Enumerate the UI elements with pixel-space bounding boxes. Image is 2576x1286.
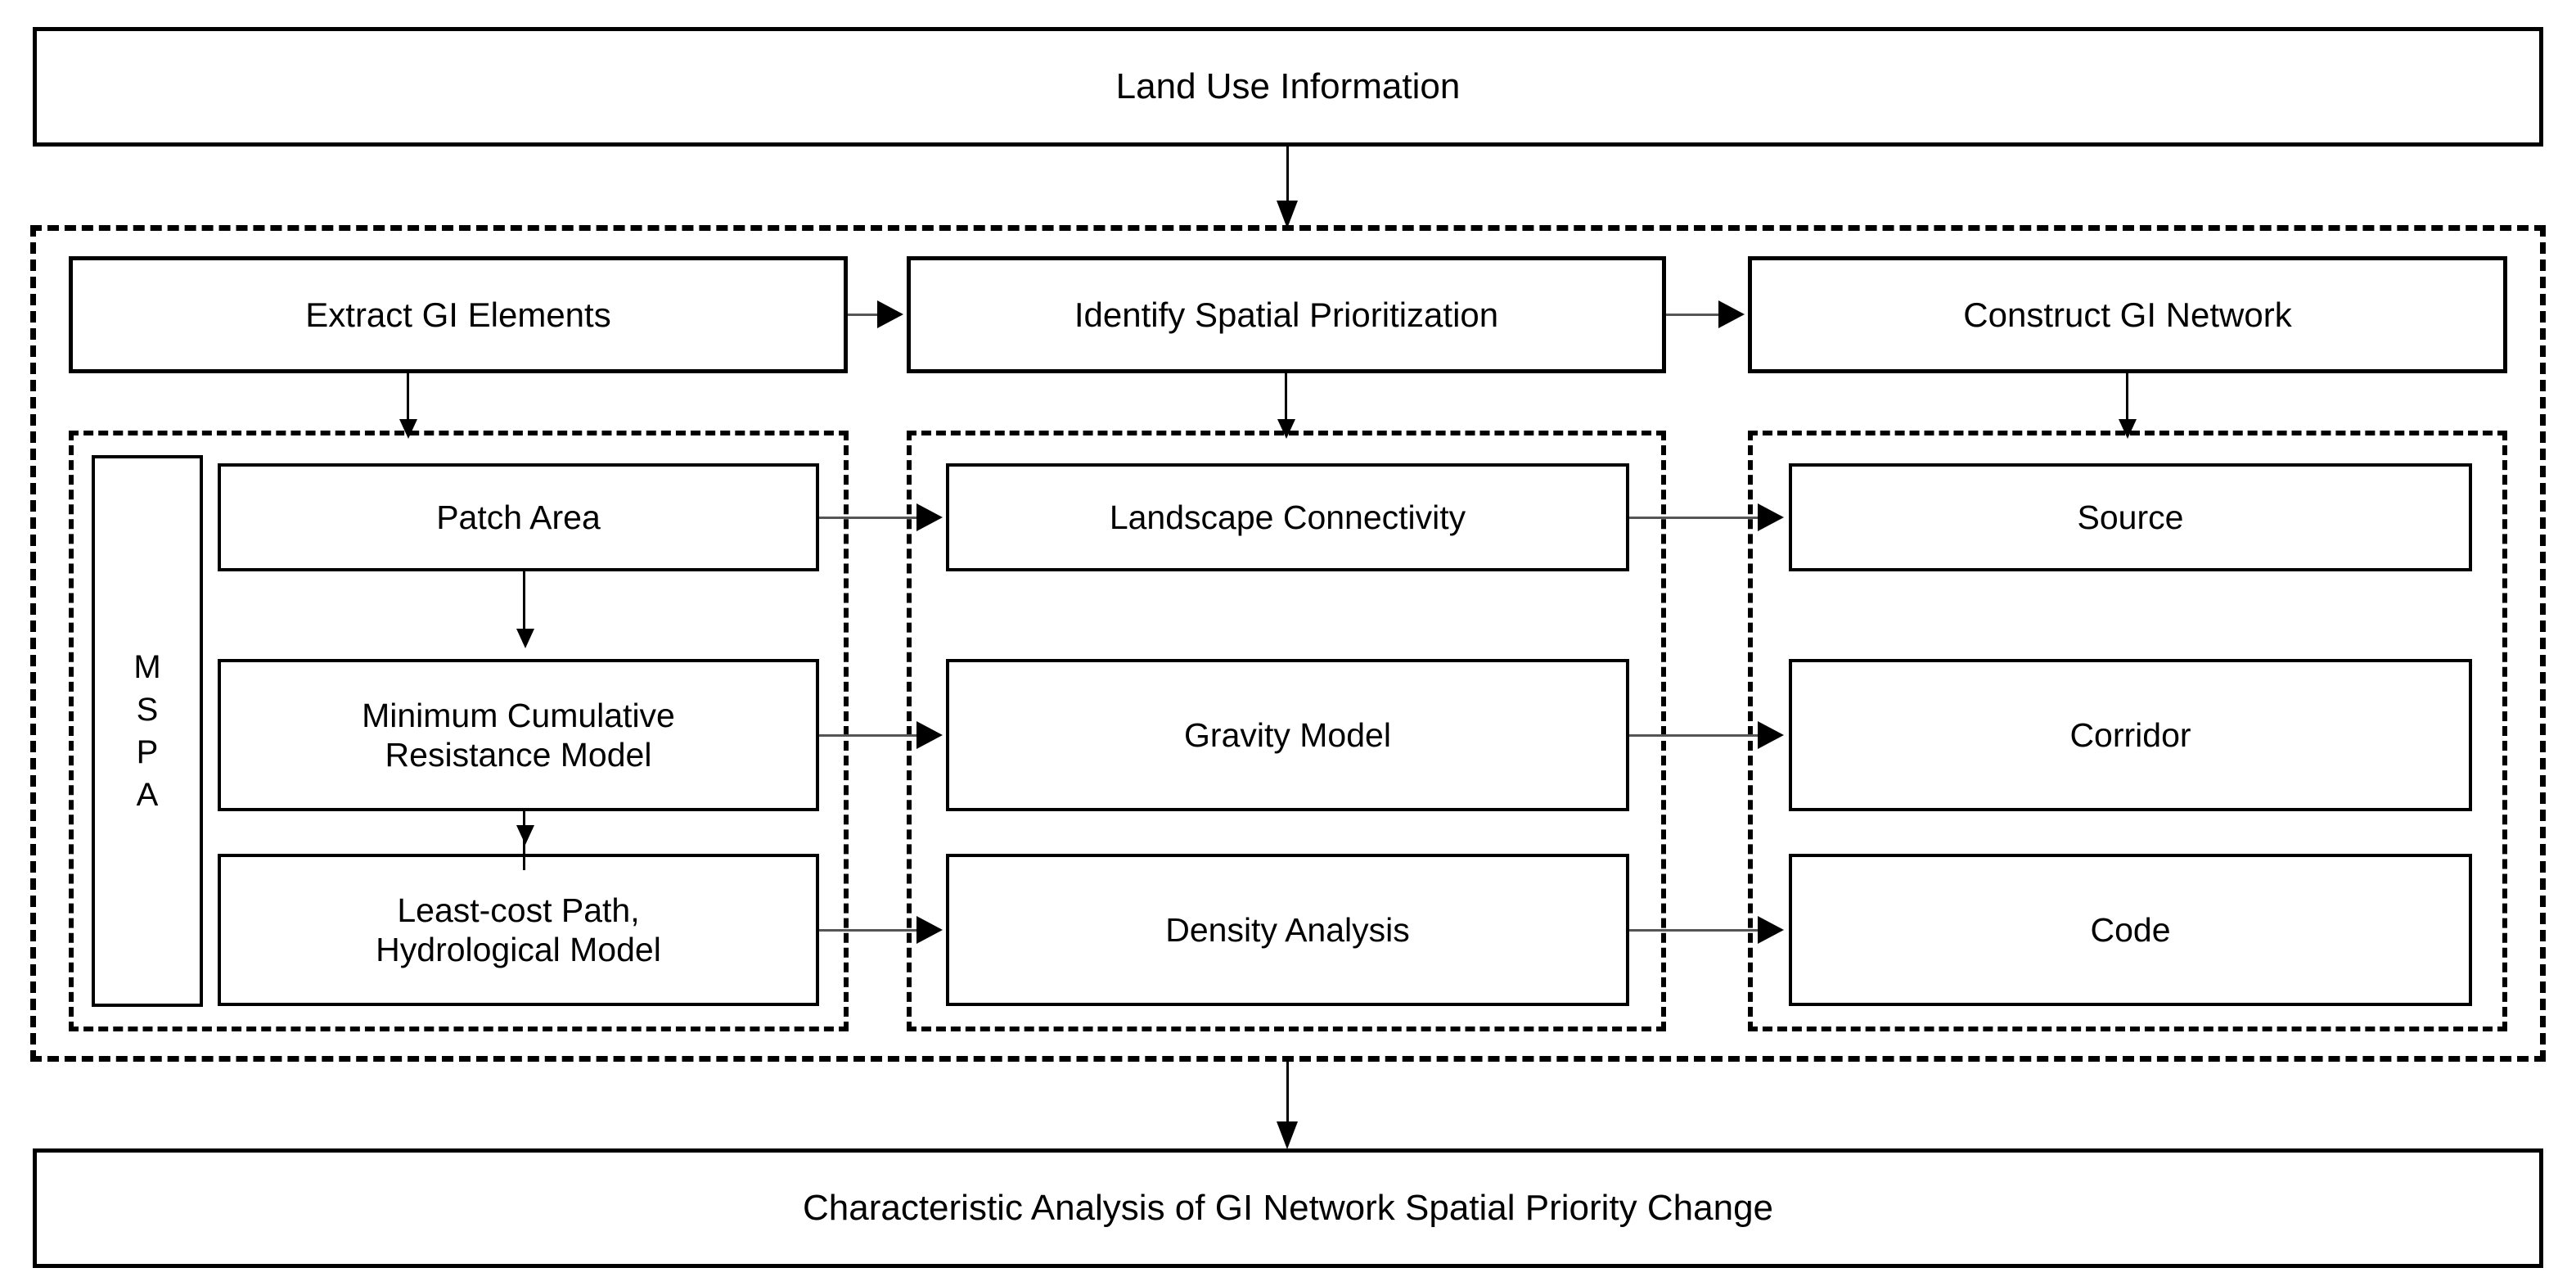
- stage-identify-spatial-prioritization[interactable]: Identify Spatial Prioritization: [907, 256, 1666, 373]
- arrow-down-icon-title-to-process: [1277, 201, 1298, 228]
- connector-density-analysis-to-code: [1629, 929, 1760, 932]
- landscape-connectivity-label: Landscape Connectivity: [1109, 498, 1466, 536]
- identify-spatial-prioritization-group: [907, 431, 1666, 1031]
- process-container: [30, 225, 2546, 1062]
- mspa-letter-p: P: [136, 734, 159, 770]
- connector-least-cost-to-density-analysis: [819, 929, 919, 932]
- density-analysis-box[interactable]: Density Analysis: [946, 854, 1629, 1006]
- mspa-label-box: M S P A: [92, 455, 203, 1007]
- density-analysis-label: Density Analysis: [1165, 910, 1410, 949]
- corridor-box[interactable]: Corridor: [1789, 659, 2472, 811]
- land-use-information-label: Land Use Information: [1115, 66, 1461, 107]
- arrow-down-icon-mcr-to-least-cost: [516, 825, 534, 845]
- characteristic-analysis-box: Characteristic Analysis of GI Network Sp…: [33, 1148, 2543, 1268]
- gravity-model-box[interactable]: Gravity Model: [946, 659, 1629, 811]
- mcr-model-label-line1: Minimum Cumulative: [362, 696, 675, 734]
- connector-stage2-down: [1285, 373, 1287, 426]
- stage-extract-gi-elements[interactable]: Extract GI Elements: [69, 256, 848, 373]
- mspa-letter-a: A: [136, 777, 159, 813]
- arrow-right-icon-patch-area-to-landscape-connectivity: [916, 503, 943, 531]
- connector-stage3-down: [2126, 373, 2128, 426]
- characteristic-analysis-label: Characteristic Analysis of GI Network Sp…: [802, 1188, 1774, 1229]
- connector-patch-area-to-landscape-connectivity: [819, 517, 919, 519]
- mspa-letter-s: S: [136, 692, 159, 728]
- connector-stage2-to-stage3: [1666, 314, 1720, 316]
- stage-extract-gi-elements-label: Extract GI Elements: [305, 295, 611, 334]
- arrow-right-icon-least-cost-to-density-analysis: [916, 916, 943, 944]
- connector-process-to-characteristic-analysis: [1286, 1062, 1289, 1126]
- arrow-right-icon-density-analysis-to-code: [1758, 916, 1784, 944]
- stage-construct-gi-network-label: Construct GI Network: [1963, 295, 2292, 334]
- arrow-right-icon-landscape-connectivity-to-source: [1758, 503, 1784, 531]
- patch-area-label: Patch Area: [436, 498, 601, 536]
- mcr-model-label-line2: Resistance Model: [385, 736, 652, 774]
- code-box[interactable]: Code: [1789, 854, 2472, 1006]
- connector-title-to-process: [1286, 147, 1289, 205]
- arrow-down-icon-process-to-characteristic-analysis: [1277, 1121, 1298, 1149]
- source-box[interactable]: Source: [1789, 463, 2472, 571]
- arrow-right-icon-stage2-to-stage3: [1718, 300, 1745, 328]
- arrow-right-icon-stage1-to-stage2: [877, 300, 903, 328]
- construct-gi-network-group: [1748, 431, 2507, 1031]
- least-cost-path-hydrological-model-box[interactable]: Least-cost Path, Hydrological Model: [218, 854, 819, 1006]
- connector-patch-area-to-mcr: [523, 571, 525, 634]
- arrow-right-icon-mcr-to-gravity-model: [916, 721, 943, 749]
- arrow-right-icon-gravity-model-to-corridor: [1758, 721, 1784, 749]
- landscape-connectivity-box[interactable]: Landscape Connectivity: [946, 463, 1629, 571]
- code-label: Code: [2090, 910, 2171, 949]
- patch-area-box[interactable]: Patch Area: [218, 463, 819, 571]
- source-label: Source: [2077, 498, 2184, 536]
- corridor-label: Corridor: [2069, 715, 2191, 754]
- stage-construct-gi-network[interactable]: Construct GI Network: [1748, 256, 2507, 373]
- connector-gravity-model-to-corridor: [1629, 734, 1760, 737]
- mspa-letter-stack: M S P A: [133, 646, 160, 816]
- connector-landscape-connectivity-to-source: [1629, 517, 1760, 519]
- extract-gi-elements-group: [69, 431, 849, 1031]
- minimum-cumulative-resistance-model-box[interactable]: Minimum Cumulative Resistance Model: [218, 659, 819, 811]
- connector-stage1-down: [407, 373, 409, 426]
- least-cost-path-label-line1: Least-cost Path,: [397, 891, 640, 929]
- mspa-letter-m: M: [133, 649, 161, 685]
- stage-identify-spatial-prioritization-label: Identify Spatial Prioritization: [1074, 295, 1499, 334]
- land-use-information-box: Land Use Information: [33, 27, 2543, 147]
- gravity-model-label: Gravity Model: [1184, 715, 1391, 754]
- connector-stage1-to-stage2: [848, 314, 879, 316]
- connector-mcr-to-gravity-model: [819, 734, 919, 737]
- least-cost-path-label-line2: Hydrological Model: [376, 931, 661, 968]
- arrow-down-icon-patch-area-to-mcr: [516, 629, 534, 648]
